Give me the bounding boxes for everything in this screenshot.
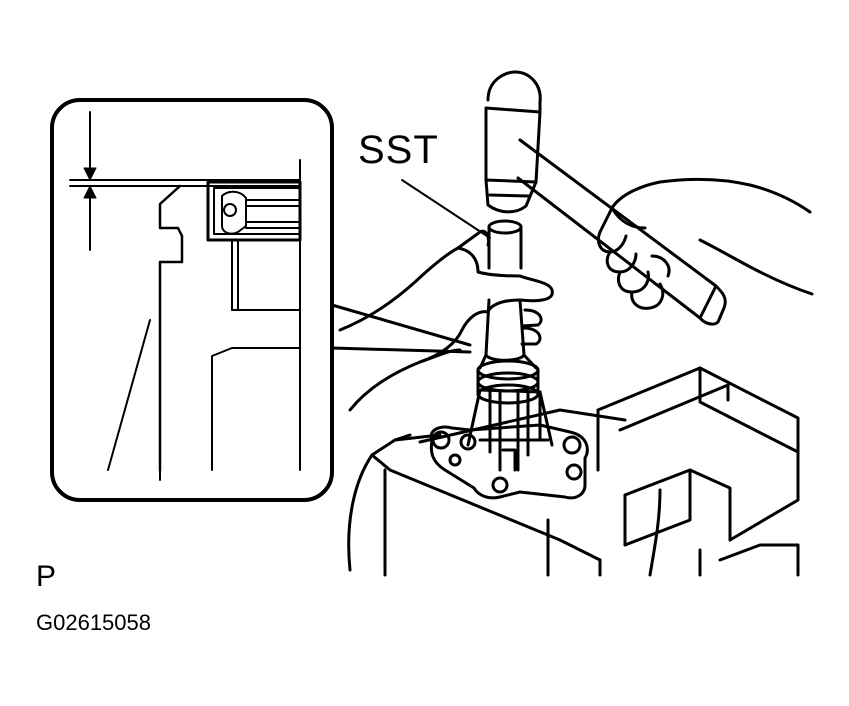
extension-housing-flange: [429, 423, 589, 500]
figure-code: G02615058: [36, 610, 151, 635]
detail-callout: [50, 98, 472, 502]
view-letter: P: [36, 560, 57, 593]
seal-housing: [466, 359, 554, 472]
sst-label: SST: [358, 128, 439, 172]
sst-leader-line: [401, 179, 491, 239]
sst-driver: [478, 219, 538, 370]
right-hand: [596, 177, 814, 310]
hammer: [484, 70, 727, 326]
left-hand: [338, 229, 554, 412]
transmission-case: [347, 408, 662, 577]
vise: [596, 366, 800, 577]
